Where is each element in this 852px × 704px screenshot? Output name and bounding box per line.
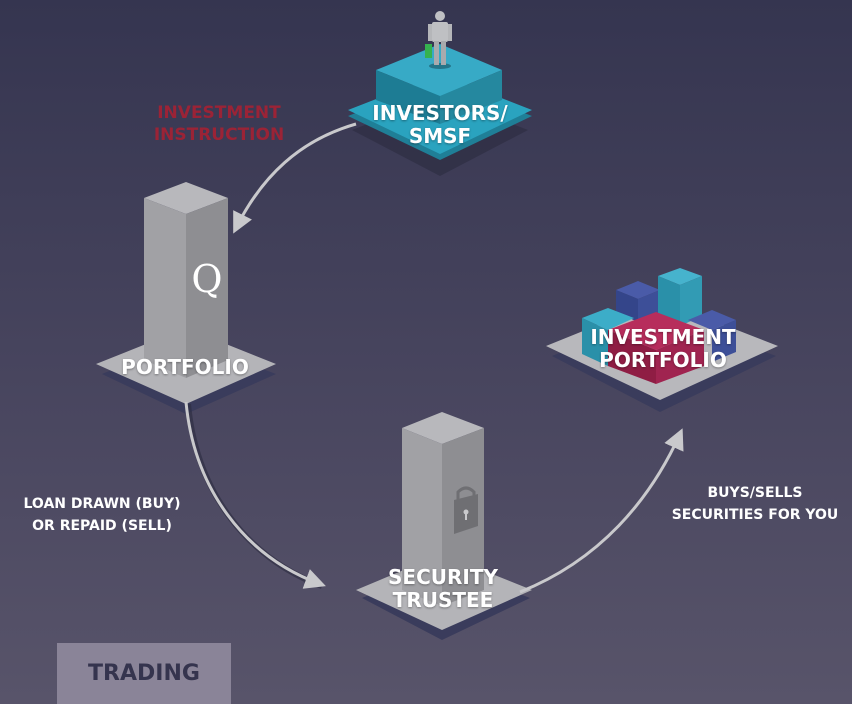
- portfolio-logo: Q: [191, 257, 223, 301]
- portfolio-label: PORTFOLIO: [121, 355, 249, 379]
- buys-sells-label-line1: BUYS/SELLS: [707, 485, 803, 501]
- investment-portfolio-node: [546, 268, 778, 412]
- arrow-portfolio-to-trustee: [184, 401, 326, 589]
- trading-button[interactable]: TRADING: [57, 643, 231, 704]
- investment-portfolio-label-line1: INVESTMENT: [590, 325, 736, 349]
- portfolio-node: [96, 182, 276, 414]
- arrow-trustee-to-investment-portfolio: [519, 428, 684, 594]
- security-trustee-node: [356, 412, 532, 640]
- buys-sells-label-line2: SECURITIES FOR YOU: [671, 507, 839, 524]
- loan-label: LOAN DRAWN (BUY) OR REPAID (SELL): [6, 493, 198, 538]
- investment-instruction-label: INVESTMENT INSTRUCTION: [146, 102, 292, 146]
- investment-instruction-line1: INVESTMENT: [157, 103, 281, 123]
- lock-icon: [454, 486, 478, 534]
- arrow-investors-to-portfolio: [233, 122, 357, 234]
- investors-node: [348, 11, 532, 176]
- investors-label-line1: INVESTORS/: [372, 101, 508, 125]
- investment-instruction-line2: INSTRUCTION: [153, 125, 285, 146]
- loan-label-line2: OR REPAID (SELL): [32, 518, 172, 535]
- security-trustee-label: SECURITY TRUSTEE: [370, 566, 516, 612]
- investment-portfolio-label: INVESTMENT PORTFOLIO: [578, 326, 748, 372]
- security-trustee-label-line2: TRUSTEE: [392, 588, 494, 612]
- loan-label-line1: LOAN DRAWN (BUY): [23, 496, 181, 512]
- investment-portfolio-label-line2: PORTFOLIO: [599, 348, 727, 372]
- buys-sells-label: BUYS/SELLS SECURITIES FOR YOU: [662, 482, 848, 527]
- security-trustee-label-line1: SECURITY: [388, 565, 498, 589]
- person-icon: [425, 11, 452, 69]
- investors-label: INVESTORS/ SMSF: [360, 102, 520, 148]
- investors-label-line2: SMSF: [408, 124, 472, 148]
